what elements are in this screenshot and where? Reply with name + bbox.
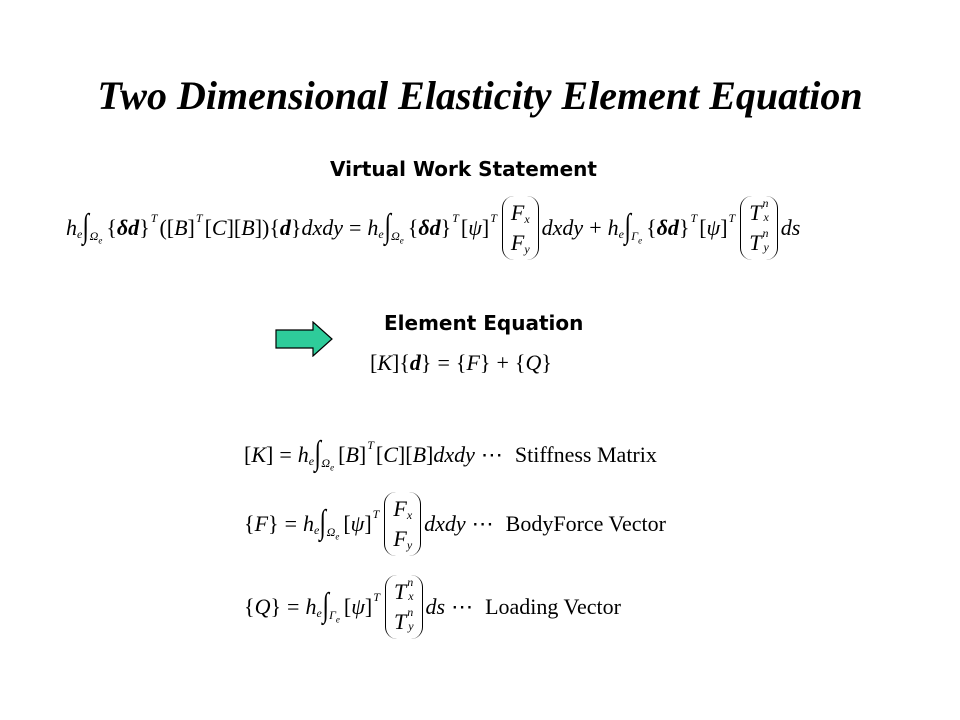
loading-vector-label: Loading Vector [485,594,621,619]
element-equation-heading: Element Equation [384,311,584,335]
slide-title: Two Dimensional Elasticity Element Equat… [97,73,863,118]
element-equation: [K]{d} = {F} + {Q} [370,350,552,375]
right-arrow-icon [275,321,333,357]
stiffness-matrix-label: Stiffness Matrix [514,442,657,467]
body-force-label: BodyForce Vector [505,511,666,536]
virtual-work-heading: Virtual Work Statement [330,157,597,181]
